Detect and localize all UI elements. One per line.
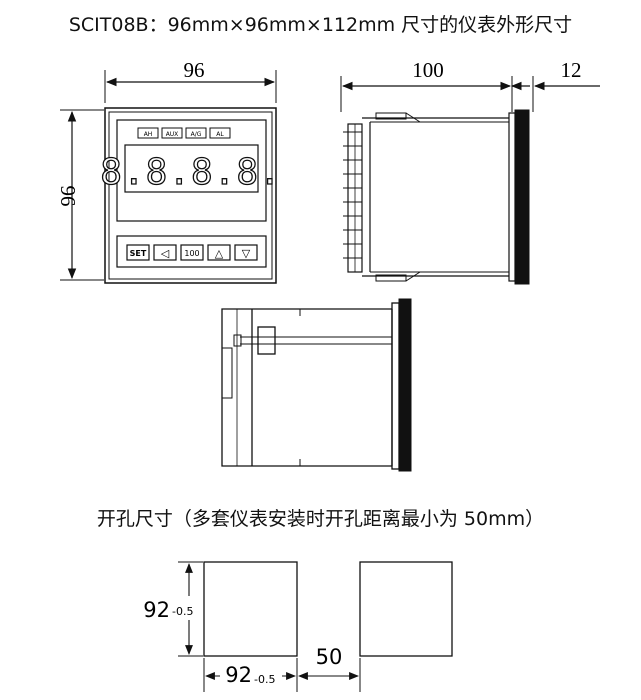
button-down[interactable]: ▽ <box>234 244 258 261</box>
button-100-label: 100 <box>184 249 199 258</box>
depth-label: 100 <box>412 58 444 82</box>
digit-readout: 8.8.8.8. <box>100 152 281 193</box>
cutout-height-tolerance: -0.5 <box>172 605 193 618</box>
cutout-spacing-label: 50 <box>316 645 343 669</box>
cutout-title: 开孔尺寸（多套仪表安装时开孔距离最小为 50mm） <box>96 508 545 530</box>
button-left[interactable]: ◁ <box>153 244 177 261</box>
side-view: 100 12 <box>340 58 600 285</box>
bezel-label: 12 <box>561 58 582 82</box>
cutout-width-tolerance: -0.5 <box>254 673 275 686</box>
front-height-label: 96 <box>56 186 80 207</box>
top-bezel <box>398 298 412 472</box>
button-left-label: ◁ <box>161 247 170 260</box>
side-bezel <box>514 109 530 285</box>
button-up[interactable]: △ <box>207 244 231 261</box>
indicator-row: AH AUX A/G AL <box>137 127 231 139</box>
indicator-ag: A/G <box>191 131 202 138</box>
diagram-title: SCIT08B：96mm×96mm×112mm 尺寸的仪表外形尺寸 <box>68 14 573 36</box>
cutout-height-label: 92 <box>143 598 170 622</box>
front-bezel <box>104 107 277 284</box>
front-view: 96 96 AH AUX A/G AL 8.8.8.8. SET <box>56 58 281 284</box>
top-view <box>221 298 412 472</box>
button-down-label: ▽ <box>242 247 251 260</box>
button-panel <box>116 235 267 268</box>
cutout-left <box>203 561 298 657</box>
cutout-width-label: 92 <box>225 663 252 687</box>
display-window <box>116 119 267 222</box>
button-set[interactable]: SET <box>126 244 150 261</box>
button-set-label: SET <box>130 249 147 258</box>
indicator-ah: AH <box>144 131 153 138</box>
indicator-al: AL <box>216 131 224 138</box>
digit-display <box>124 144 259 193</box>
indicator-aux: AUX <box>166 131 179 138</box>
front-width-label: 96 <box>184 58 205 82</box>
cutout-right <box>359 561 453 657</box>
button-up-label: △ <box>215 247 224 260</box>
button-100[interactable]: 100 <box>180 244 204 261</box>
cutout-drawing: 92 -0.5 92 -0.5 50 <box>143 561 453 692</box>
mounting-clip <box>257 326 276 355</box>
